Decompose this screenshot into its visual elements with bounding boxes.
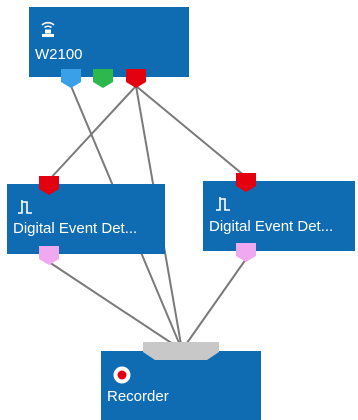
w2100-output-port-blue[interactable] (61, 69, 81, 89)
recorder-label: Recorder (107, 388, 169, 405)
wire-ded1-to-recorder (48, 261, 183, 351)
wireless-device-icon (40, 19, 56, 44)
ded2-input-port-red[interactable] (236, 173, 256, 193)
digital-event-detector-label-1: Digital Event Det... (13, 220, 138, 237)
digital-event-detector-node-2[interactable]: Digital Event Det... (203, 181, 355, 251)
recorder-node[interactable]: Recorder (101, 351, 261, 420)
w2100-output-port-green[interactable] (93, 69, 113, 89)
wire-w2100-red-to-ded2 (135, 85, 247, 178)
record-icon (113, 366, 131, 389)
w2100-node[interactable]: W2100 (29, 7, 189, 77)
wire-ded2-to-recorder (181, 258, 247, 351)
w2100-output-port-red[interactable] (126, 69, 146, 89)
pulse-signal-icon (17, 199, 33, 220)
digital-event-detector-label-2: Digital Event Det... (209, 218, 334, 235)
digital-event-detector-node-1[interactable]: Digital Event Det... (7, 184, 165, 254)
recorder-input-port[interactable] (143, 342, 219, 360)
ded1-input-port-red[interactable] (39, 176, 59, 196)
wire-w2100-red-to-ded1 (48, 85, 137, 181)
w2100-label: W2100 (35, 46, 83, 63)
pulse-signal-icon (215, 196, 231, 217)
ded1-output-port-pink[interactable] (39, 246, 59, 266)
ded2-output-port-pink[interactable] (236, 243, 256, 263)
